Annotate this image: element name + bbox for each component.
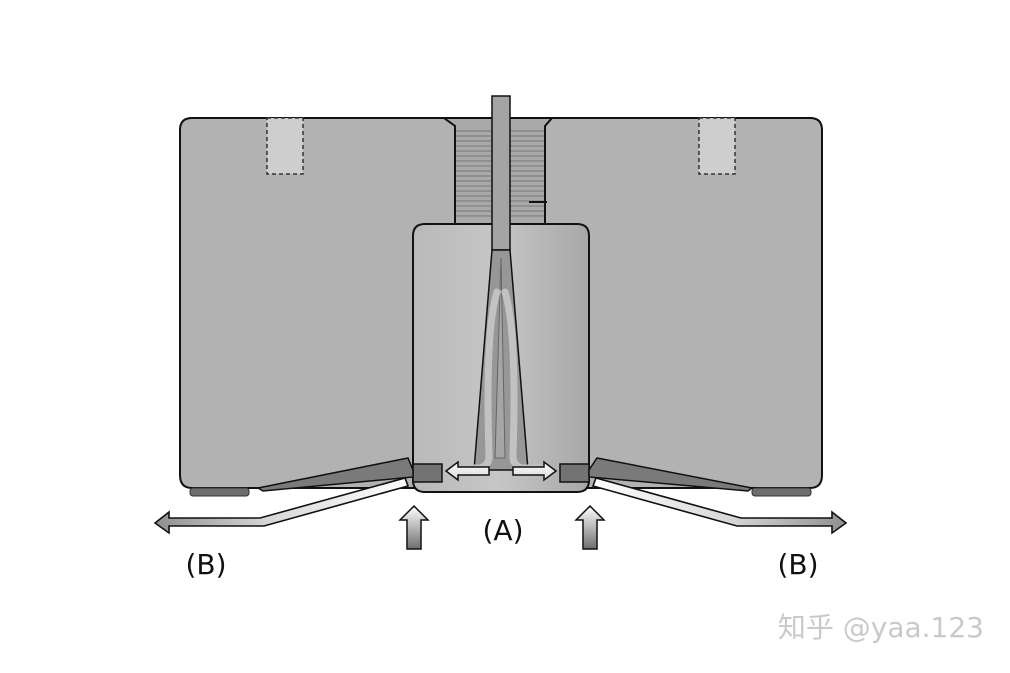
inner-arrow-right xyxy=(512,460,558,482)
foot-right xyxy=(751,487,812,497)
outlet-channel-left xyxy=(255,457,414,492)
seal-left xyxy=(412,463,443,483)
suction-arrow-left xyxy=(398,504,430,550)
label-left: (B) xyxy=(185,548,226,581)
center-stem xyxy=(491,95,511,251)
nozzle-inner-flow xyxy=(494,257,506,459)
label-right: (B) xyxy=(777,548,818,581)
inner-arrow-left xyxy=(444,460,490,482)
outlet-channel-right xyxy=(588,457,754,492)
mounting-pocket-right xyxy=(698,117,736,175)
exhaust-arrow-left xyxy=(153,477,410,535)
exhaust-arrow-right xyxy=(591,477,848,535)
inner-flow-right xyxy=(501,288,548,472)
foot-left xyxy=(189,487,250,497)
inner-flow-left xyxy=(454,288,501,472)
seal-right xyxy=(559,463,590,483)
suction-arrow-right xyxy=(574,504,606,550)
mounting-pocket-left xyxy=(266,117,304,175)
label-center: (A) xyxy=(482,514,523,547)
watermark-text: 知乎 @yaa.123 xyxy=(778,611,984,644)
